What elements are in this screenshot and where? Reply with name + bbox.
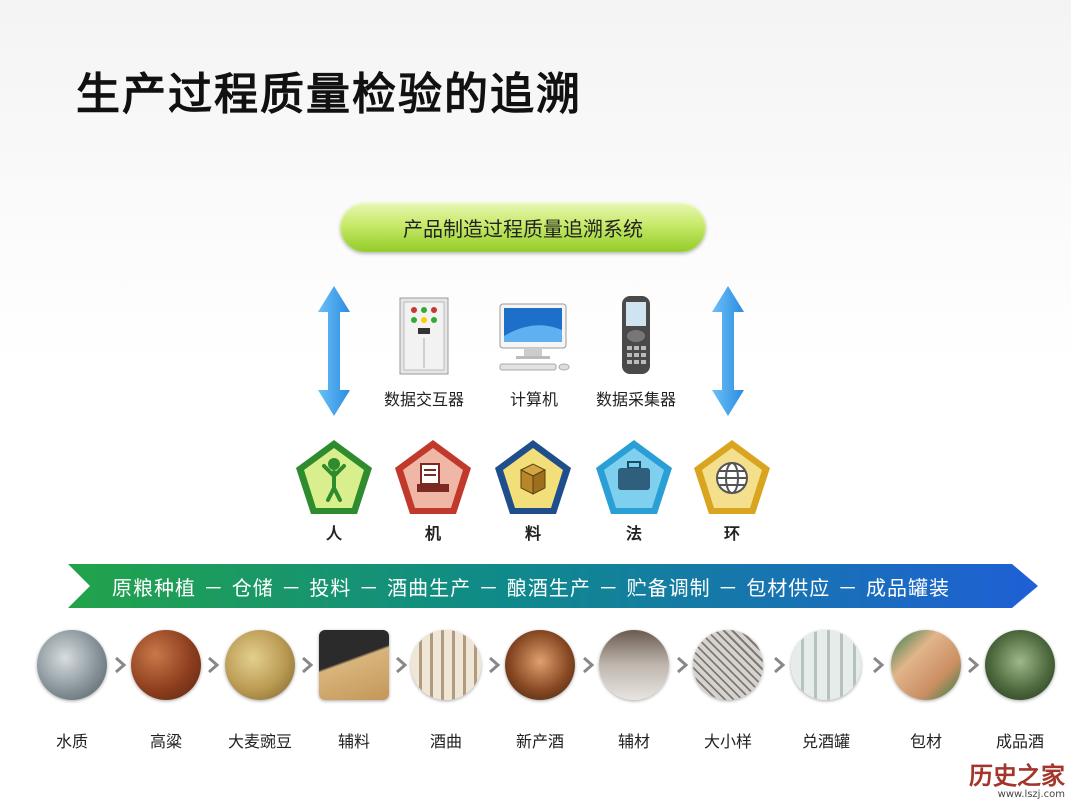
stage-label: 高粱 xyxy=(149,732,182,751)
process-banner-arrow xyxy=(68,564,1038,608)
stage-item: 成品酒 xyxy=(978,630,1062,752)
computer-icon xyxy=(499,303,570,371)
stage-label: 新产酒 xyxy=(515,732,564,751)
device-data-interactor: 数据交互器 xyxy=(376,296,472,410)
stage-item: 大小样 xyxy=(686,630,770,752)
person-icon xyxy=(322,458,346,502)
stage-label: 辅料 xyxy=(337,732,370,751)
traceability-system-pill: 产品制造过程质量追溯系统 xyxy=(340,202,706,252)
process-banner-text: 原粮种植 － 仓储 － 投料 － 酒曲生产 － 酿酒生产 － 贮备调制 － 包材… xyxy=(112,575,951,600)
chevron-right-icon xyxy=(583,656,595,674)
box-icon xyxy=(519,463,547,495)
chevron-right-icon xyxy=(489,656,501,674)
chevron-right-icon xyxy=(396,656,408,674)
stage-label: 大小样 xyxy=(703,732,752,751)
stage-item: 辅材 xyxy=(592,630,676,752)
stage-item: 包材 xyxy=(884,630,968,752)
case-icon xyxy=(618,461,650,490)
factor-method-pentagon xyxy=(596,440,672,514)
factor-label: 机 xyxy=(424,524,441,543)
stage-item: 辅料 xyxy=(312,630,396,752)
stage-label: 成品酒 xyxy=(995,732,1044,751)
factor-label: 料 xyxy=(524,524,541,543)
stage-item: 酒曲 xyxy=(404,630,488,752)
chevron-right-icon xyxy=(774,656,786,674)
right-double-arrow-icon xyxy=(712,286,744,416)
factor-label: 环 xyxy=(723,524,740,543)
left-double-arrow-icon xyxy=(318,286,350,416)
factor-machine-pentagon xyxy=(395,440,471,514)
koji-photo xyxy=(411,630,481,700)
auxiliary-material-photo xyxy=(319,630,389,700)
blending-tank-photo xyxy=(791,630,861,700)
device-computer: 计算机 xyxy=(492,300,576,410)
barley-pea-photo xyxy=(225,630,295,700)
stage-item: 新产酒 xyxy=(498,630,582,752)
auxiliary-supplies-photo xyxy=(599,630,669,700)
handheld-scanner-icon xyxy=(622,296,650,374)
finished-liquor-photo xyxy=(985,630,1055,700)
device-label: 计算机 xyxy=(509,390,558,409)
chevron-right-icon xyxy=(208,656,220,674)
watermark-text: 历史之家 xyxy=(969,761,1065,790)
factor-person-pentagon xyxy=(296,440,372,514)
machine-icon xyxy=(417,463,449,492)
chevron-right-icon xyxy=(677,656,689,674)
factor-label: 法 xyxy=(625,524,642,543)
device-label: 数据交互器 xyxy=(383,390,464,409)
stage-item: 水质 xyxy=(30,630,114,752)
chevron-right-icon xyxy=(873,656,885,674)
stage-label: 酒曲 xyxy=(429,732,462,751)
chevron-right-icon xyxy=(115,656,127,674)
new-liquor-photo xyxy=(505,630,575,700)
sorghum-photo xyxy=(131,630,201,700)
stage-item: 兑酒罐 xyxy=(784,630,868,752)
water-plant-photo xyxy=(37,630,107,700)
globe-icon xyxy=(716,462,748,494)
stage-label: 辅材 xyxy=(617,732,650,751)
chevron-right-icon xyxy=(302,656,314,674)
factor-environment-pentagon xyxy=(694,440,770,514)
page-title: 生产过程质量检验的追溯 xyxy=(76,69,582,120)
chevron-right-icon xyxy=(968,656,980,674)
stage-item: 高粱 xyxy=(124,630,208,752)
stage-label: 大麦豌豆 xyxy=(227,732,292,751)
factor-material-pentagon xyxy=(495,440,571,514)
stage-label: 兑酒罐 xyxy=(801,732,850,751)
watermark-url: www.lszj.com xyxy=(997,789,1065,800)
stage-label: 水质 xyxy=(55,732,88,751)
device-label: 数据采集器 xyxy=(595,390,676,409)
factor-label: 人 xyxy=(325,524,342,543)
stage-label: 包材 xyxy=(909,732,942,751)
samples-photo xyxy=(693,630,763,700)
watermark-logo: 历史之家 www.lszj.com xyxy=(941,763,1065,801)
packaging-photo xyxy=(891,630,961,700)
device-data-collector: 数据采集器 xyxy=(588,294,684,410)
stage-item: 大麦豌豆 xyxy=(218,630,302,752)
control-cabinet-icon xyxy=(399,297,449,375)
